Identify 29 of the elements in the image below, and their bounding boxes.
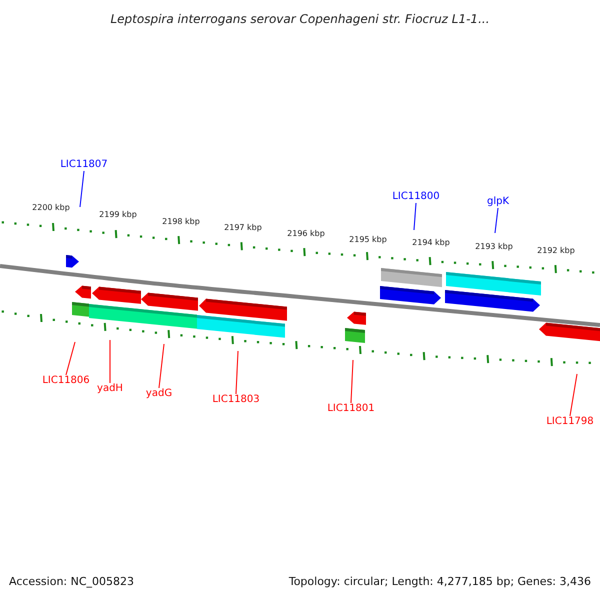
scale-label: 2194 kbp xyxy=(412,238,450,248)
gene-label: LIC11807 xyxy=(60,159,108,171)
leader-line xyxy=(158,344,164,388)
leader-line xyxy=(236,350,238,394)
gene-label: yadG xyxy=(146,388,172,400)
gene-label: yadH xyxy=(97,383,123,395)
title: Leptospira interrogans serovar Copenhageni str. Fiocruz L1-1... xyxy=(109,12,491,26)
leader-line xyxy=(570,374,578,416)
gene-label: LIC11798 xyxy=(546,416,594,428)
gene-label: LIC11806 xyxy=(42,375,90,387)
scale-label: 2197 kbp xyxy=(224,223,262,233)
scale-label: 2196 kbp xyxy=(287,229,325,239)
gene-label: glpK xyxy=(486,196,510,208)
gene-label: LIC11801 xyxy=(327,403,375,415)
leader-line xyxy=(350,360,354,404)
leader-line xyxy=(414,202,416,230)
leader-line xyxy=(66,342,76,376)
scale-label: 2200 kbp xyxy=(32,203,70,213)
genome-info-text: Topology: circular; Length: 4,277,185 bp; Genes: 3,436 xyxy=(288,575,591,588)
leader-line xyxy=(80,170,84,208)
leader-line xyxy=(494,208,498,234)
accession-text: Accession: NC_005823 xyxy=(9,575,134,588)
scale-label: 2198 kbp xyxy=(162,217,200,227)
gene-label: LIC11803 xyxy=(212,394,260,406)
gene-label: LIC11800 xyxy=(392,191,440,203)
scale-label: 2192 kbp xyxy=(537,246,575,256)
scale-label: 2193 kbp xyxy=(475,242,513,252)
scale-label: 2199 kbp xyxy=(99,210,137,220)
scale-label: 2195 kbp xyxy=(349,235,387,245)
